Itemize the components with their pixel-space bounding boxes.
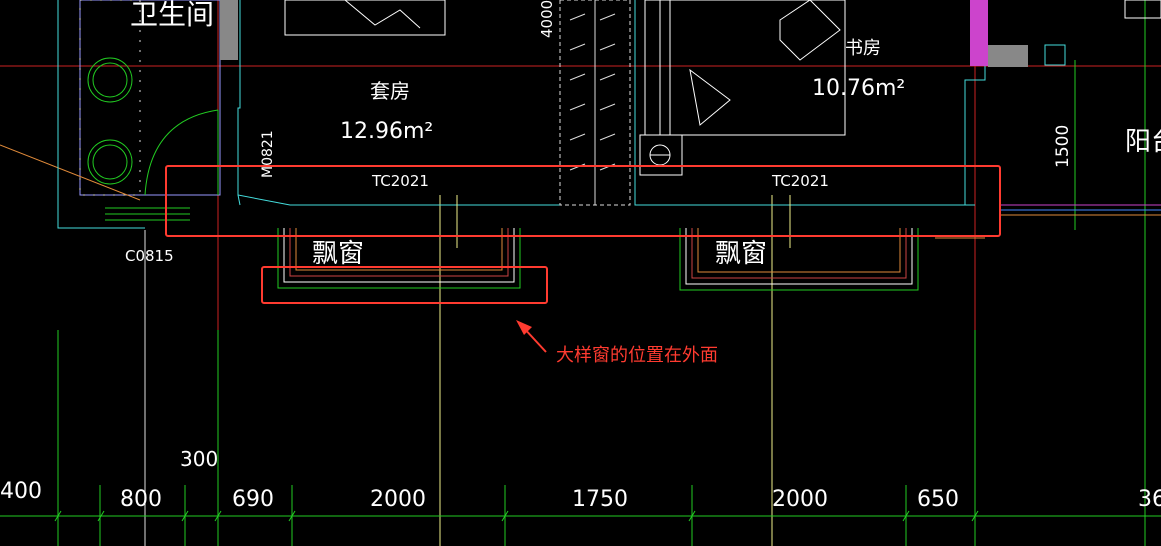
dimension-line: [0, 485, 1161, 546]
window-label-tc2021-left: TC2021: [371, 172, 429, 190]
annotation-box-top: [165, 165, 1001, 237]
right-wall: [970, 0, 1161, 67]
dim-label-1500: 1500: [1053, 125, 1073, 168]
dimension-value: 650: [917, 487, 959, 512]
walls: [57, 0, 986, 229]
bay-window-label-right: 飘窗: [715, 239, 767, 269]
window-label-c0815: C0815: [125, 247, 174, 265]
window-label-tc2021-right: TC2021: [771, 172, 829, 190]
bathroom-label: 卫生间: [130, 0, 214, 31]
bay-window-left: [277, 228, 521, 289]
dimension-value: 800: [120, 487, 162, 512]
dimension-value: 2000: [772, 487, 828, 512]
dimension-value: 2000: [370, 487, 426, 512]
balcony-label: 阳台: [1125, 127, 1161, 157]
dimension-value: 690: [232, 487, 274, 512]
bay-window-label-left: 飘窗: [312, 239, 364, 269]
dimension-value: 400: [0, 479, 42, 504]
closet-hatch: [559, 0, 631, 206]
suite-bed: [284, 0, 446, 36]
door-label-m0821: M0821: [260, 130, 276, 178]
tc-windows: [456, 195, 1161, 248]
suite-label: 套房: [370, 79, 410, 103]
study-area: 10.76m²: [812, 76, 905, 101]
annotation-box-bottom: [261, 266, 548, 304]
annotation-note: 大样窗的位置在外面: [556, 345, 718, 366]
study-label: 书房: [845, 38, 881, 59]
dimension-values: 400 800 690 2000 1750 2000 650 36: [0, 479, 1161, 512]
bay-window-right: [679, 228, 919, 291]
suite-area: 12.96m²: [340, 119, 433, 144]
annotation-markup: [165, 165, 1001, 353]
dim-label-4000: 4000: [538, 0, 556, 38]
dimension-value: 1750: [572, 487, 628, 512]
dim-label-300: 300: [180, 447, 218, 471]
dimension-value: 36: [1138, 487, 1161, 512]
study-bed: [639, 0, 846, 176]
bathroom-area: [0, 0, 238, 221]
grid-lines: [57, 0, 1146, 546]
